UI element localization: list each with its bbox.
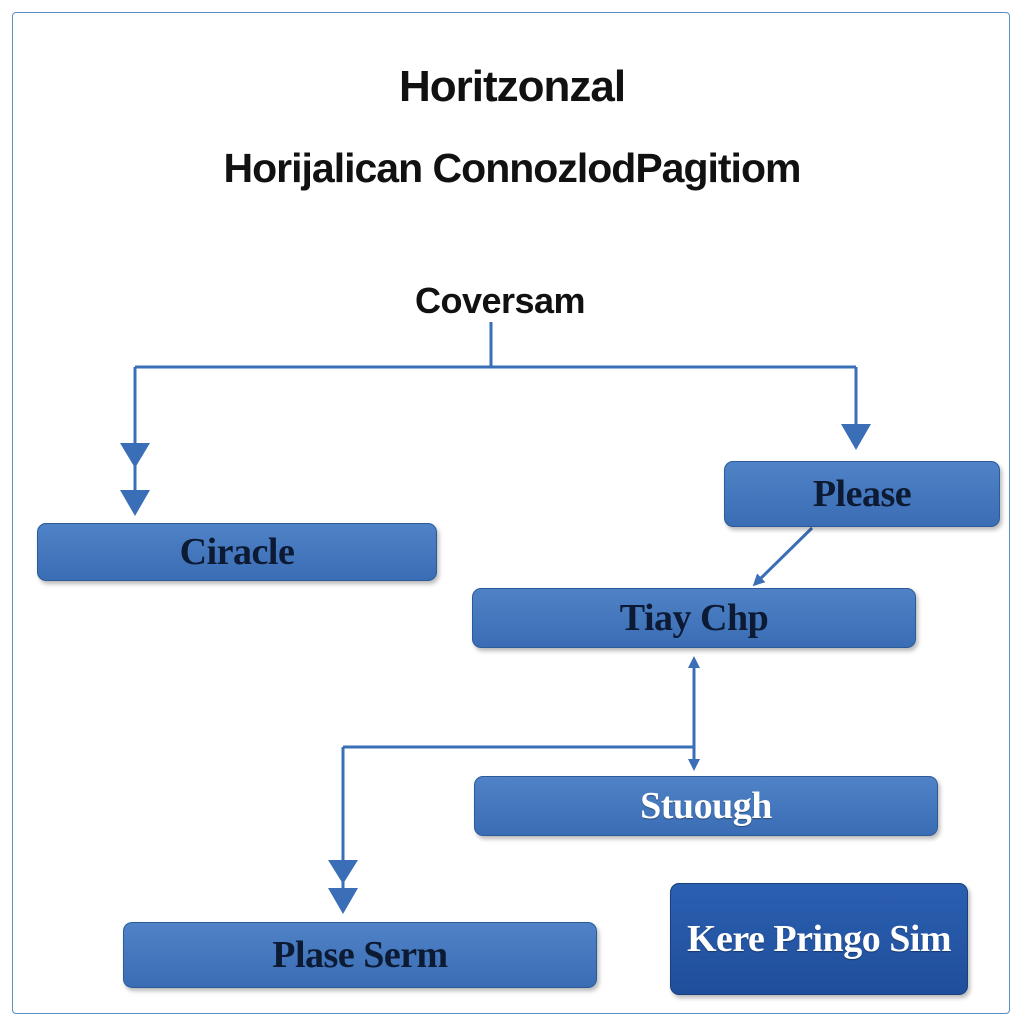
node-kere-pringo-sim: Kere Pringo Sim [670,883,968,995]
arrowhead-left-2 [120,490,150,516]
node-kere-pringo-sim-label: Kere Pringo Sim [686,918,952,960]
arrowhead-right [841,424,871,450]
connector-please-to-tiay [752,526,814,587]
root-node-label: Coversam [414,280,586,321]
diagram-title: Horitzonzal [398,62,626,111]
node-tiay-chp: Tiay Chp [472,588,916,648]
node-stuough: Stuough [474,776,938,836]
node-please: Please [724,461,1000,527]
node-stuough-label: Stuough [640,785,772,827]
node-tiay-chp-label: Tiay Chp [619,597,769,639]
node-ciracle: Ciracle [37,523,437,581]
arrowhead-plase-2 [328,888,358,914]
node-plase-serm-label: Plase Serm [272,934,448,976]
diagram-subtitle: Horijalican ConnozlodPagitiom [223,145,802,191]
node-please-label: Please [812,473,912,515]
node-plase-serm: Plase Serm [123,922,597,988]
arrowhead-plase-1 [328,860,358,884]
node-ciracle-label: Ciracle [179,531,295,573]
arrowhead-left-1 [120,443,150,468]
